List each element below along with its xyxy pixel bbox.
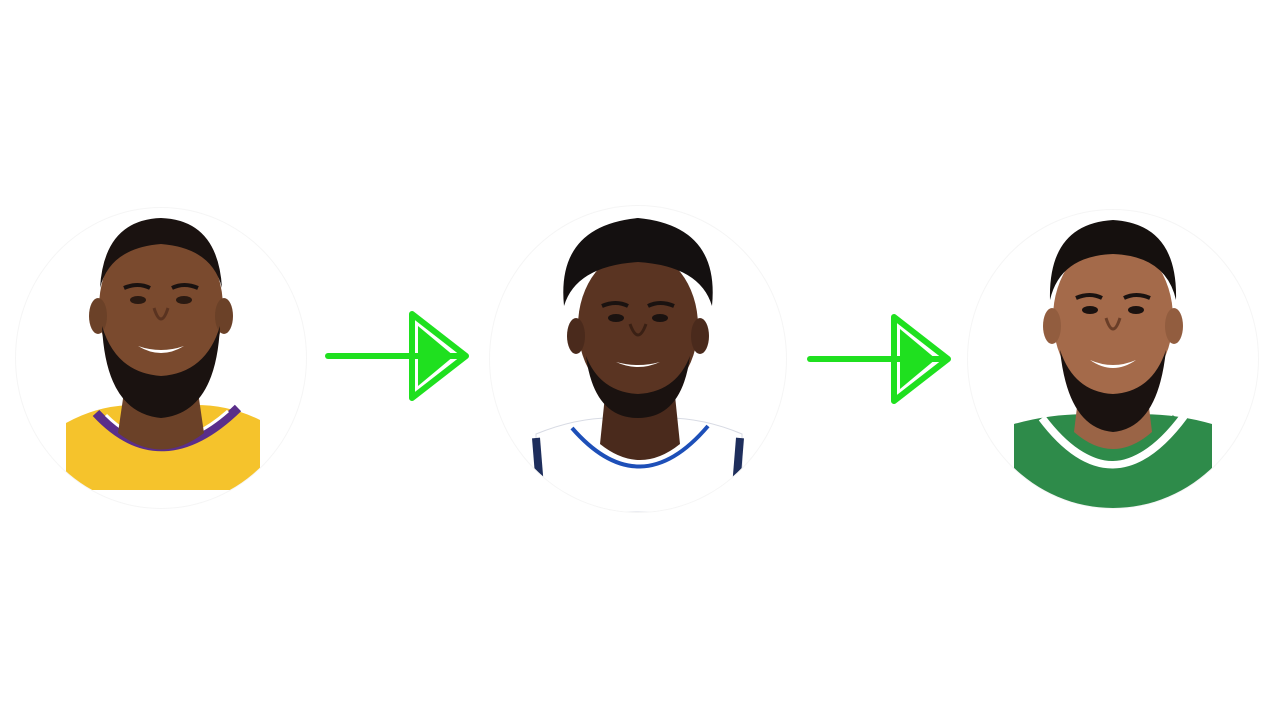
player-portrait-2 [490,206,786,512]
player-headshot-lakers [66,218,260,490]
player-headshot-celtics [1014,220,1212,508]
right-arrow-icon [325,311,469,401]
player-headshot-mavericks [532,218,744,512]
right-arrow-icon [807,314,951,404]
player-portrait-3 [968,210,1258,508]
player-portrait-1 [16,208,306,508]
